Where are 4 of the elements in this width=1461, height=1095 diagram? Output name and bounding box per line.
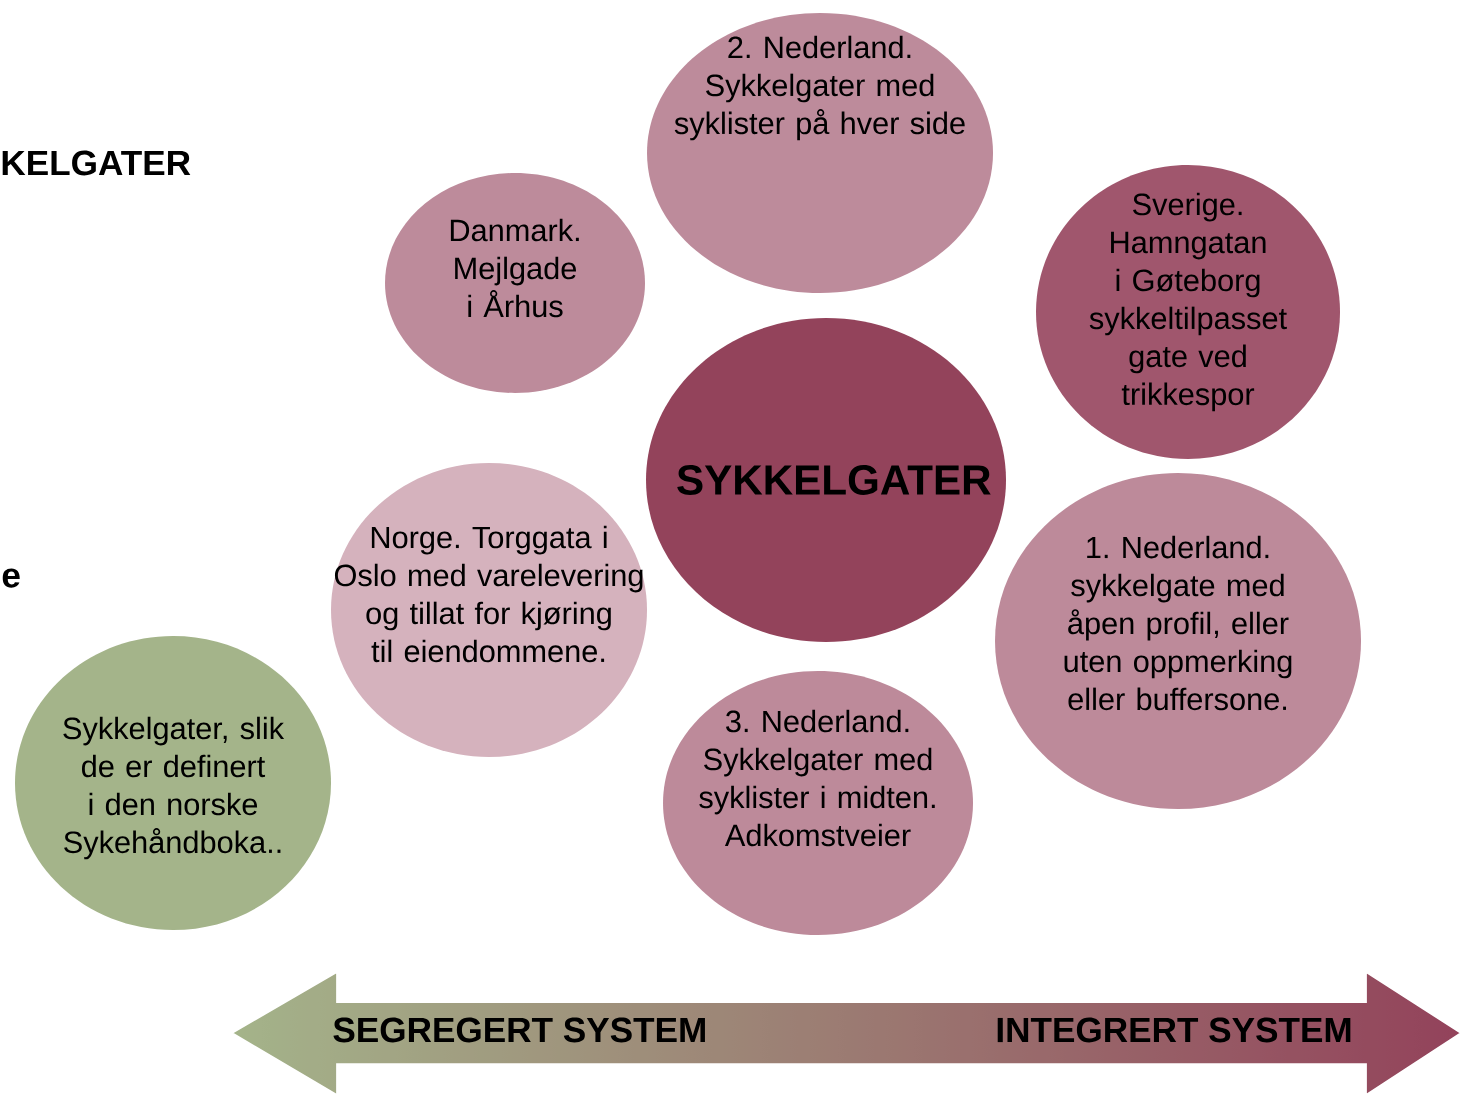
partial-text: e [2, 568, 20, 588]
arrow-label: INTEGRERT SYSTEM [997, 1017, 1351, 1043]
arrow-label: SEGREGERT SYSTEM [333, 1017, 705, 1043]
partial-heading: KELGATER [2, 150, 191, 176]
